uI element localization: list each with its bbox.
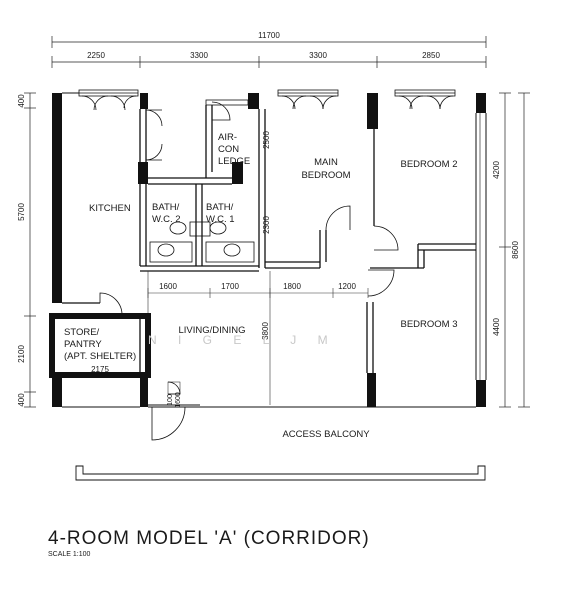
label-bath-2-2: W.C. 2 (152, 214, 181, 225)
dim-left-1: 400 (17, 94, 26, 108)
label-bedroom-3: BEDROOM 3 (400, 319, 457, 330)
label-bedroom-2: BEDROOM 2 (400, 159, 457, 170)
dim-inner-3: 1800 (283, 282, 301, 291)
dim-top-1: 2250 (87, 51, 105, 60)
label-bath-1-1: BATH/ (206, 202, 234, 213)
outer-walls (52, 93, 486, 407)
label-store-1: STORE/ (64, 327, 100, 338)
dim-right-total: 8600 (511, 241, 520, 259)
label-main-bedroom-2: BEDROOM (301, 170, 350, 181)
left-dimensions (24, 92, 36, 408)
dim-door-a: 100 (167, 394, 174, 406)
dim-top-2: 3300 (190, 51, 208, 60)
interior-walls (62, 105, 476, 375)
plan-scale: SCALE 1:100 (48, 551, 91, 558)
dim-inner-4: 1200 (338, 282, 356, 291)
label-store-3: (APT. SHELTER) (64, 351, 136, 362)
label-store-2: PANTRY (64, 339, 102, 350)
bath-fixtures (149, 221, 255, 263)
dim-left-2: 5700 (17, 203, 26, 221)
label-kitchen: KITCHEN (89, 203, 131, 214)
top-dimensions (51, 36, 487, 68)
windows (78, 89, 456, 111)
plan-title: 4-ROOM MODEL 'A' (CORRIDOR) (48, 528, 370, 549)
dim-left-4: 400 (17, 393, 26, 407)
dim-right-2: 4400 (492, 318, 501, 336)
dim-door-b: 1600 (175, 392, 182, 408)
label-aircon-3: LEDGE (218, 156, 250, 167)
dim-store: 2175 (91, 365, 109, 374)
dim-top-4: 2850 (422, 51, 440, 60)
dim-right-1: 4200 (492, 161, 501, 179)
balcony-railing (75, 465, 486, 481)
dim-bath: 2300 (262, 216, 271, 234)
store-shelter (49, 313, 151, 378)
dim-aircon: 2500 (262, 131, 271, 149)
right-dimensions (499, 92, 530, 408)
dim-overall-width: 11700 (258, 31, 280, 40)
dim-top-3: 3300 (309, 51, 327, 60)
label-aircon-2: CON (218, 144, 239, 155)
dim-living: 3800 (261, 322, 270, 340)
label-living-dining: LIVING/DINING (178, 325, 245, 336)
label-access-balcony: ACCESS BALCONY (282, 429, 370, 440)
watermark: N I G E L J M (148, 333, 337, 347)
label-main-bedroom-1: MAIN (314, 157, 338, 168)
dim-inner-1: 1600 (159, 282, 177, 291)
label-bath-1-2: W.C. 1 (206, 214, 235, 225)
dim-left-3: 2100 (17, 345, 26, 363)
label-aircon-1: AIR- (218, 132, 237, 143)
dim-inner-2: 1700 (221, 282, 239, 291)
doors (99, 101, 399, 441)
label-bath-2-1: BATH/ (152, 202, 180, 213)
